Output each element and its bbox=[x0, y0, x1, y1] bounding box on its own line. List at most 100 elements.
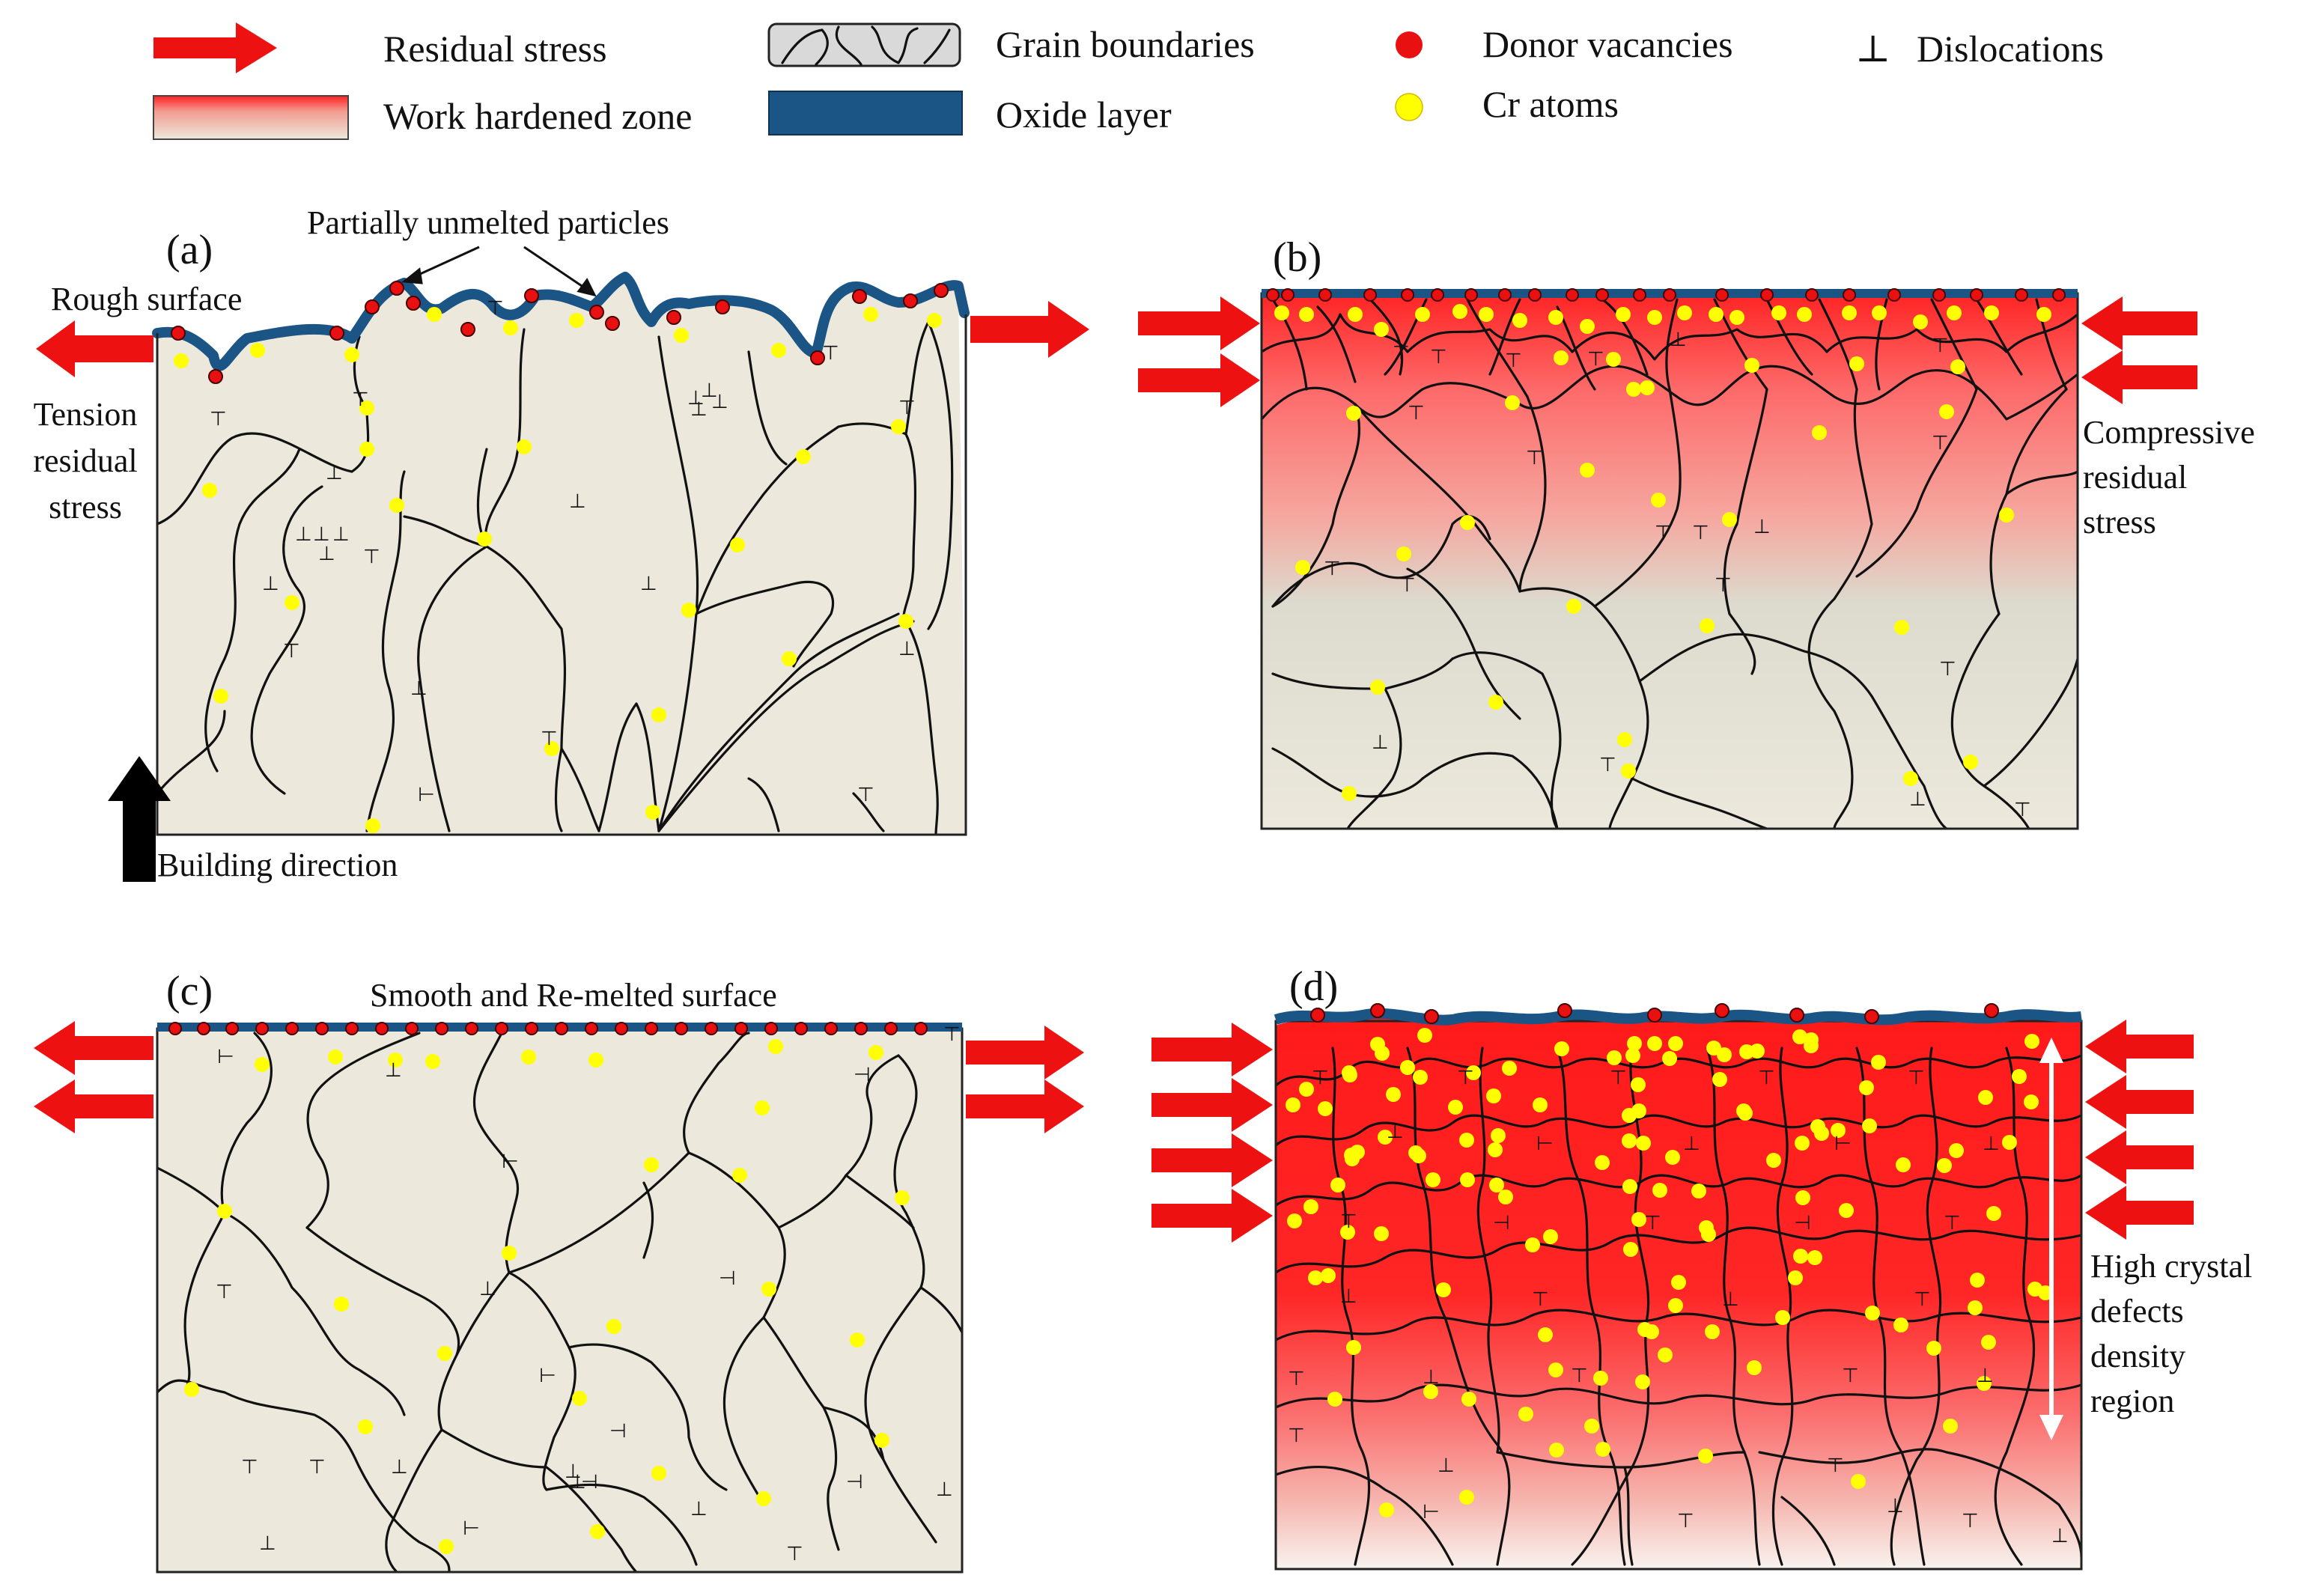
svg-text:⊥: ⊥ bbox=[479, 1278, 496, 1300]
panel-d-left-stress-arrow-4-icon bbox=[1151, 1189, 1273, 1243]
legend-work-hardened-swatch bbox=[153, 95, 349, 140]
svg-text:⊤: ⊤ bbox=[216, 1281, 233, 1303]
svg-text:⊥: ⊥ bbox=[1437, 1455, 1455, 1477]
legend-donor-vacancies-label: Donor vacancies bbox=[1482, 23, 1733, 65]
svg-text:⊥: ⊥ bbox=[1372, 731, 1389, 754]
svg-text:⊤: ⊤ bbox=[1571, 1365, 1588, 1387]
svg-text:⊤: ⊤ bbox=[1288, 1368, 1305, 1390]
panel-a-label: (a) bbox=[166, 227, 213, 273]
svg-text:⊥: ⊥ bbox=[898, 638, 916, 660]
svg-text:⊤: ⊤ bbox=[1312, 1067, 1329, 1089]
legend-dislocations-label: Dislocations bbox=[1917, 28, 2104, 70]
svg-text:⊥: ⊥ bbox=[332, 523, 350, 546]
panel-d-label: (d) bbox=[1289, 963, 1338, 1010]
panel-b-grain-boundaries bbox=[1262, 298, 2078, 829]
panel-d-oxide-layer bbox=[1274, 1008, 2082, 1026]
panel-b-left-stress-arrow-1-icon bbox=[1138, 296, 1260, 350]
legend-oxide-layer-label: Oxide layer bbox=[996, 94, 1172, 135]
svg-text:⊣: ⊣ bbox=[854, 1064, 871, 1086]
svg-text:⊥: ⊥ bbox=[1983, 1133, 2000, 1155]
svg-text:⊤: ⊤ bbox=[1526, 447, 1543, 469]
panel-d: ⊤⊥ ⊤⊢ ⊤⊥ ⊤⊢ ⊤⊥ ⊤⊣ ⊤⊣ ⊤⊥ ⊤⊥ ⊤⊤ ⊥⊤ ⊤⊥ ⊤⊥ ⊤… bbox=[1151, 963, 2252, 1571]
svg-text:⊢: ⊢ bbox=[418, 784, 435, 806]
svg-text:⊥: ⊥ bbox=[1423, 1366, 1440, 1389]
legend-grain-boundaries-swatch-icon bbox=[767, 22, 961, 67]
panel-a-left-stress-arrow-icon bbox=[36, 320, 153, 377]
panel-a-building-direction-label: Building direction bbox=[157, 847, 398, 883]
svg-text:⊤: ⊤ bbox=[1324, 558, 1341, 580]
svg-text:⊥: ⊥ bbox=[385, 1059, 402, 1082]
svg-text:⊥: ⊥ bbox=[262, 573, 279, 595]
svg-text:⊥: ⊥ bbox=[936, 1478, 953, 1501]
svg-text:⊤: ⊤ bbox=[1610, 1067, 1627, 1089]
svg-text:⊤: ⊤ bbox=[1655, 522, 1672, 544]
svg-text:⊤: ⊤ bbox=[1457, 1067, 1474, 1089]
legend-oxide-layer-swatch bbox=[768, 91, 963, 135]
svg-text:⊤: ⊤ bbox=[1939, 658, 1956, 680]
svg-text:⊣: ⊣ bbox=[581, 1471, 598, 1493]
panel-c: ⊢⊥ ⊣⊢ ⊤⊥ ⊣⊢ ⊣⊤ ⊤⊥ ⊥⊥ ⊣⊣ ⊥⊥ ⊥⊢ ⊤⊤ (c) Smo… bbox=[34, 968, 1084, 1574]
svg-text:⊤: ⊤ bbox=[1587, 348, 1604, 371]
panel-b-compressive-line-1: Compressive bbox=[2083, 414, 2255, 451]
panel-a-tension-line-1: Tension bbox=[34, 396, 138, 433]
panel-d-right-stress-arrow-4-icon bbox=[2085, 1186, 2194, 1240]
panel-d-grain-boundaries bbox=[1276, 1047, 2081, 1566]
svg-text:⊥: ⊥ bbox=[1670, 329, 1687, 351]
panel-a-tension-line-3: stress bbox=[49, 489, 122, 526]
panel-b-donor-vacancies bbox=[1266, 288, 2066, 302]
svg-text:⊥: ⊥ bbox=[569, 490, 586, 513]
panel-b-compressive-line-3: stress bbox=[2083, 504, 2156, 540]
svg-text:⊣: ⊣ bbox=[1794, 1212, 1811, 1234]
legend-donor-vacancy-icon bbox=[1396, 31, 1423, 58]
svg-text:⊣: ⊣ bbox=[1493, 1212, 1510, 1234]
svg-text:⊤: ⊤ bbox=[1408, 402, 1425, 424]
panel-d-donor-vacancies bbox=[1310, 1003, 1999, 1024]
svg-text:⊤: ⊤ bbox=[1288, 1425, 1305, 1447]
panel-a-frame bbox=[156, 314, 967, 836]
svg-text:⊤: ⊤ bbox=[1692, 522, 1709, 544]
svg-text:⊥: ⊥ bbox=[1887, 1495, 1904, 1517]
svg-text:⊤: ⊤ bbox=[1914, 1288, 1931, 1311]
svg-text:⊤: ⊤ bbox=[1644, 1212, 1661, 1234]
legend-cr-atom-icon bbox=[1395, 93, 1423, 121]
svg-text:⊤: ⊤ bbox=[1908, 1067, 1925, 1089]
svg-text:⊤: ⊤ bbox=[541, 728, 558, 750]
legend-cr-atoms-label: Cr atoms bbox=[1482, 83, 1619, 125]
panel-c-cr-atoms bbox=[184, 1039, 910, 1554]
svg-text:⊤: ⊤ bbox=[1677, 1510, 1694, 1532]
svg-text:⊤: ⊤ bbox=[1827, 1455, 1844, 1477]
svg-text:⊢: ⊢ bbox=[539, 1365, 556, 1387]
panel-d-dislocations: ⊤⊥ ⊤⊢ ⊤⊥ ⊤⊢ ⊤⊥ ⊤⊣ ⊤⊣ ⊤⊥ ⊤⊥ ⊤⊤ ⊥⊤ ⊤⊥ ⊤⊥ ⊤… bbox=[1288, 1067, 2069, 1547]
svg-text:⊥: ⊥ bbox=[1977, 1365, 1994, 1387]
svg-text:⊤: ⊤ bbox=[2014, 799, 2031, 821]
panel-b: ⊤⊤ ⊤⊤ ⊥⊤ ⊤⊤ ⊥⊤ ⊤⊤ ⊤⊤ ⊤⊤ ⊥⊤ ⊥⊤ (b) Compre… bbox=[1138, 234, 2255, 830]
panel-a-oxide-layer bbox=[152, 272, 970, 371]
svg-text:⊥: ⊥ bbox=[259, 1532, 276, 1555]
panel-d-high-defect-line-3: density bbox=[2090, 1338, 2185, 1374]
svg-text:⊤: ⊤ bbox=[487, 297, 504, 320]
legend: Residual stress Work hardened zone Grain… bbox=[153, 22, 2104, 140]
svg-text:⊥: ⊥ bbox=[1909, 788, 1926, 811]
panel-b-right-stress-arrow-2-icon bbox=[2081, 350, 2197, 404]
legend-residual-stress-label: Residual stress bbox=[383, 28, 607, 70]
panel-a-grain-boundaries bbox=[157, 320, 954, 835]
svg-text:⊥: ⊥ bbox=[1683, 1133, 1700, 1155]
panel-c-label: (c) bbox=[166, 968, 213, 1014]
svg-text:⊥: ⊥ bbox=[410, 677, 428, 700]
legend-dislocation-symbol-icon: ⊥ bbox=[1855, 28, 1890, 70]
svg-text:⊥: ⊥ bbox=[690, 398, 708, 421]
svg-text:⊤: ⊤ bbox=[1932, 432, 1949, 454]
svg-text:⊥: ⊥ bbox=[687, 387, 705, 409]
svg-text:⊢: ⊢ bbox=[217, 1046, 234, 1068]
svg-text:⊤: ⊤ bbox=[1962, 1510, 1979, 1532]
svg-text:⊢: ⊢ bbox=[463, 1517, 480, 1540]
panel-a-cr-atoms bbox=[174, 307, 942, 833]
svg-text:⊤: ⊤ bbox=[1758, 1067, 1775, 1089]
legend-residual-stress-arrow-icon bbox=[153, 22, 277, 73]
svg-text:⊤: ⊤ bbox=[1932, 335, 1949, 357]
panel-c-right-stress-arrow-1-icon bbox=[966, 1026, 1084, 1079]
building-direction-arrow-icon bbox=[108, 756, 171, 882]
panel-d-high-defect-line-4: region bbox=[2090, 1383, 2174, 1419]
panel-a-tension-line-2: residual bbox=[33, 442, 137, 479]
